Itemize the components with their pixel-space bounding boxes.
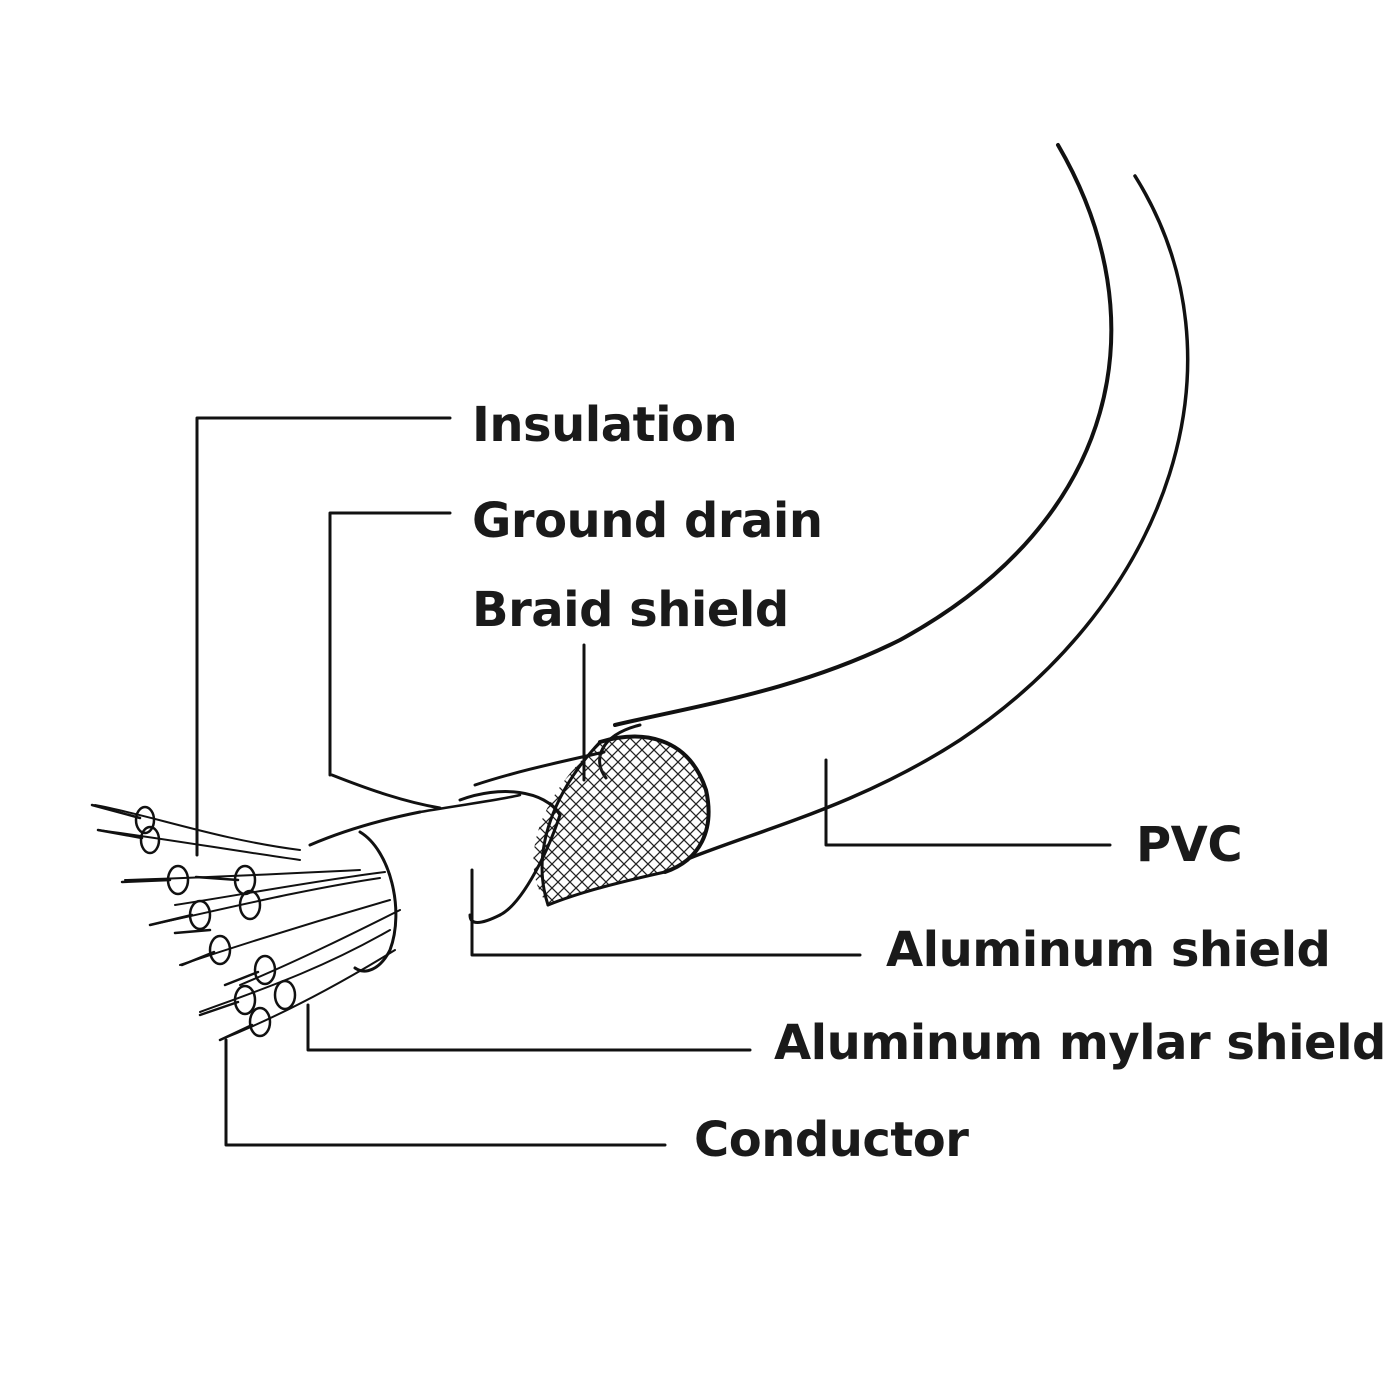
aluminum-shield-tube <box>458 750 606 924</box>
aluminum-mylar-shield <box>308 793 522 973</box>
label-pvc: PVC <box>1136 817 1243 873</box>
label-aluminum-mylar-shield: Aluminum mylar shield <box>774 1015 1386 1071</box>
label-ground-drain: Ground drain <box>472 493 823 549</box>
pvc-jacket-outline-inner <box>688 174 1190 860</box>
leader-insulation <box>195 416 452 857</box>
label-aluminum-shield: Aluminum shield <box>886 922 1331 978</box>
label-braid-shield: Braid shield <box>472 582 789 638</box>
leader-pvc <box>824 758 1112 847</box>
label-insulation: Insulation <box>472 397 738 453</box>
braid-shield-band <box>533 734 711 907</box>
label-conductor: Conductor <box>694 1112 969 1168</box>
leader-conductor <box>224 1038 667 1147</box>
leader-aluminum-mylar-shield <box>306 1003 752 1052</box>
pvc-jacket-outline-outer <box>613 143 1114 727</box>
leader-ground-drain <box>328 511 452 777</box>
ground-drain-wire <box>330 773 442 810</box>
leader-aluminum-shield <box>470 868 862 957</box>
leader-lines <box>195 416 1112 1147</box>
wire-ends <box>90 803 297 1042</box>
